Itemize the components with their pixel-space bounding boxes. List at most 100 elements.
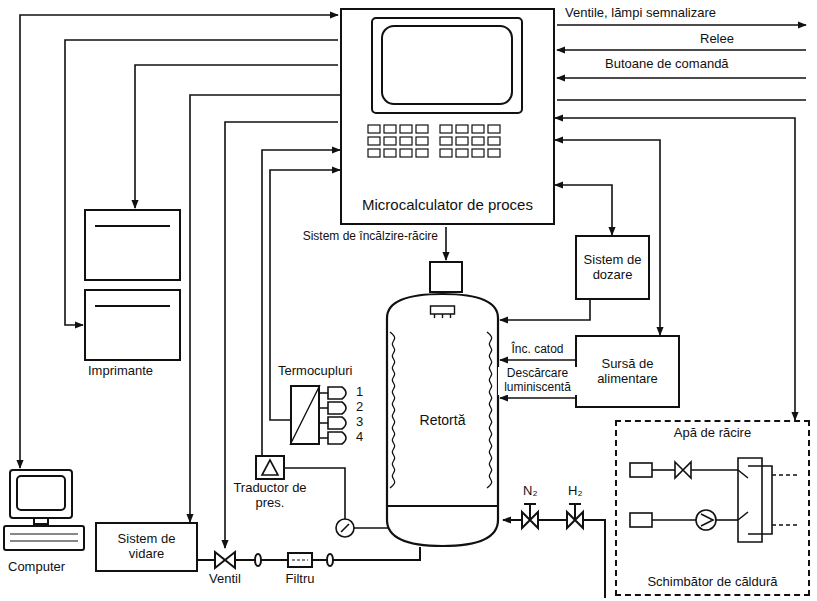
- drawing-part: [557, 49, 806, 51]
- thermocouple-probes: [290, 385, 346, 445]
- signal-label: Sistem de încălzire-răcire: [303, 230, 438, 244]
- drawing-part: [65, 40, 338, 325]
- drawing-part: [488, 149, 500, 157]
- drawing-part: [255, 554, 261, 566]
- drawing-part: [652, 519, 696, 521]
- drawing-part: [368, 125, 380, 133]
- drawing-part: [135, 65, 338, 208]
- drawing-part: [384, 149, 396, 157]
- part-label: Filtru: [286, 572, 315, 587]
- callout-number: 2: [356, 400, 363, 415]
- drawing-part: [320, 387, 346, 399]
- drawing-part: [472, 137, 484, 145]
- gas-inlet: [503, 504, 605, 598]
- node-text: Sistem de dozare: [581, 253, 644, 283]
- connector-label: Înc. catod: [510, 343, 564, 357]
- drawing-part: [472, 149, 484, 157]
- node-text: Apă de răcire: [674, 426, 751, 441]
- drawing-part: [382, 26, 512, 104]
- drawing-part: [384, 125, 396, 133]
- drawing-part: [416, 149, 428, 157]
- drawing-part: [95, 225, 170, 227]
- drawing-part: [456, 149, 468, 157]
- drawing-part: [225, 122, 338, 548]
- drawing-part: [416, 125, 428, 133]
- heating-coil: [487, 332, 492, 488]
- vacuum-system-box: Sistem de vidare: [95, 522, 198, 572]
- drawing-part: [456, 125, 468, 133]
- drawing-part: [557, 24, 806, 26]
- signal-connector: [500, 359, 575, 361]
- cooling-circuit: [630, 458, 800, 542]
- heating-coil: [390, 332, 395, 488]
- signal-label: Relee: [700, 32, 734, 47]
- drawing-part: [445, 227, 447, 260]
- cathode-symbol: [431, 306, 455, 318]
- drawing-part: [320, 432, 346, 444]
- drawing-part: [557, 77, 806, 79]
- drawing-part: [630, 513, 652, 527]
- callout-number: 3: [356, 415, 363, 430]
- drawing-part: [288, 553, 312, 567]
- gas-label: N₂: [523, 484, 537, 499]
- node-text: Sursă de alimentare: [581, 357, 674, 387]
- drawing-part: [691, 469, 738, 471]
- node-text: Termocupluri: [278, 364, 352, 379]
- signal-connector: [555, 140, 660, 335]
- thermocouple-box: Termocupluri: [290, 385, 320, 445]
- retort-wall: [387, 294, 498, 546]
- computer-icon: [4, 470, 84, 550]
- drawing-part: [384, 137, 396, 145]
- drawing-part: [675, 462, 691, 478]
- drawing-part: [524, 504, 536, 520]
- device-label: Imprimante: [88, 364, 153, 379]
- drawing-part: [368, 137, 380, 145]
- drawing-part: [372, 18, 522, 113]
- retort-plate: [387, 505, 498, 507]
- printers: [85, 210, 180, 360]
- drawing-part: [630, 463, 652, 477]
- node-text: Traductor de pres.: [228, 481, 312, 511]
- drawing-part: [292, 559, 308, 560]
- drawing-part: [748, 466, 772, 534]
- drawing-part: [696, 510, 716, 530]
- microcomputer-drawing: [368, 18, 522, 157]
- dosing-box: Sistem de dozare: [575, 235, 650, 300]
- signal-connector: [270, 170, 340, 420]
- drawing-part: [456, 137, 468, 145]
- signal-connector: [500, 397, 575, 399]
- drawing-part: [440, 125, 452, 133]
- drawing-part: [557, 99, 806, 101]
- node-text: Retortă: [420, 412, 466, 428]
- drawing-part: [20, 15, 338, 468]
- drawing-part: [569, 504, 581, 520]
- drawing-part: [772, 475, 800, 525]
- signal-connector: [555, 118, 795, 420]
- drawing-part: [215, 552, 235, 568]
- drawing-part: [488, 137, 500, 145]
- drawing-part: [95, 305, 170, 307]
- drawing-part: [440, 137, 452, 145]
- connector-label: Descărcare luminiscentă: [498, 367, 578, 395]
- device-label: Computer: [8, 560, 65, 575]
- power-supply-box: Sursă de alimentare: [575, 335, 680, 408]
- drawing-part: [4, 526, 84, 550]
- node-text: Sistem de vidare: [101, 532, 192, 562]
- vacuum-line: [198, 547, 420, 568]
- node-text: Microcalculator de proces: [362, 196, 533, 213]
- drawing-part: [503, 520, 605, 598]
- drawing-part: [652, 469, 675, 471]
- drawing-part: [85, 210, 180, 280]
- drawing-part: [416, 137, 428, 145]
- gas-label: H₂: [568, 484, 582, 499]
- drawing-part: [368, 125, 500, 157]
- drawing-part: [738, 458, 762, 542]
- callout-number: 4: [356, 430, 363, 445]
- drawing-part: [738, 470, 748, 520]
- drawing-part: [488, 125, 500, 133]
- drawing-part: [10, 534, 78, 541]
- drawing-part: [430, 262, 462, 292]
- drawing-part: [400, 137, 412, 145]
- drawing-part: [440, 149, 452, 157]
